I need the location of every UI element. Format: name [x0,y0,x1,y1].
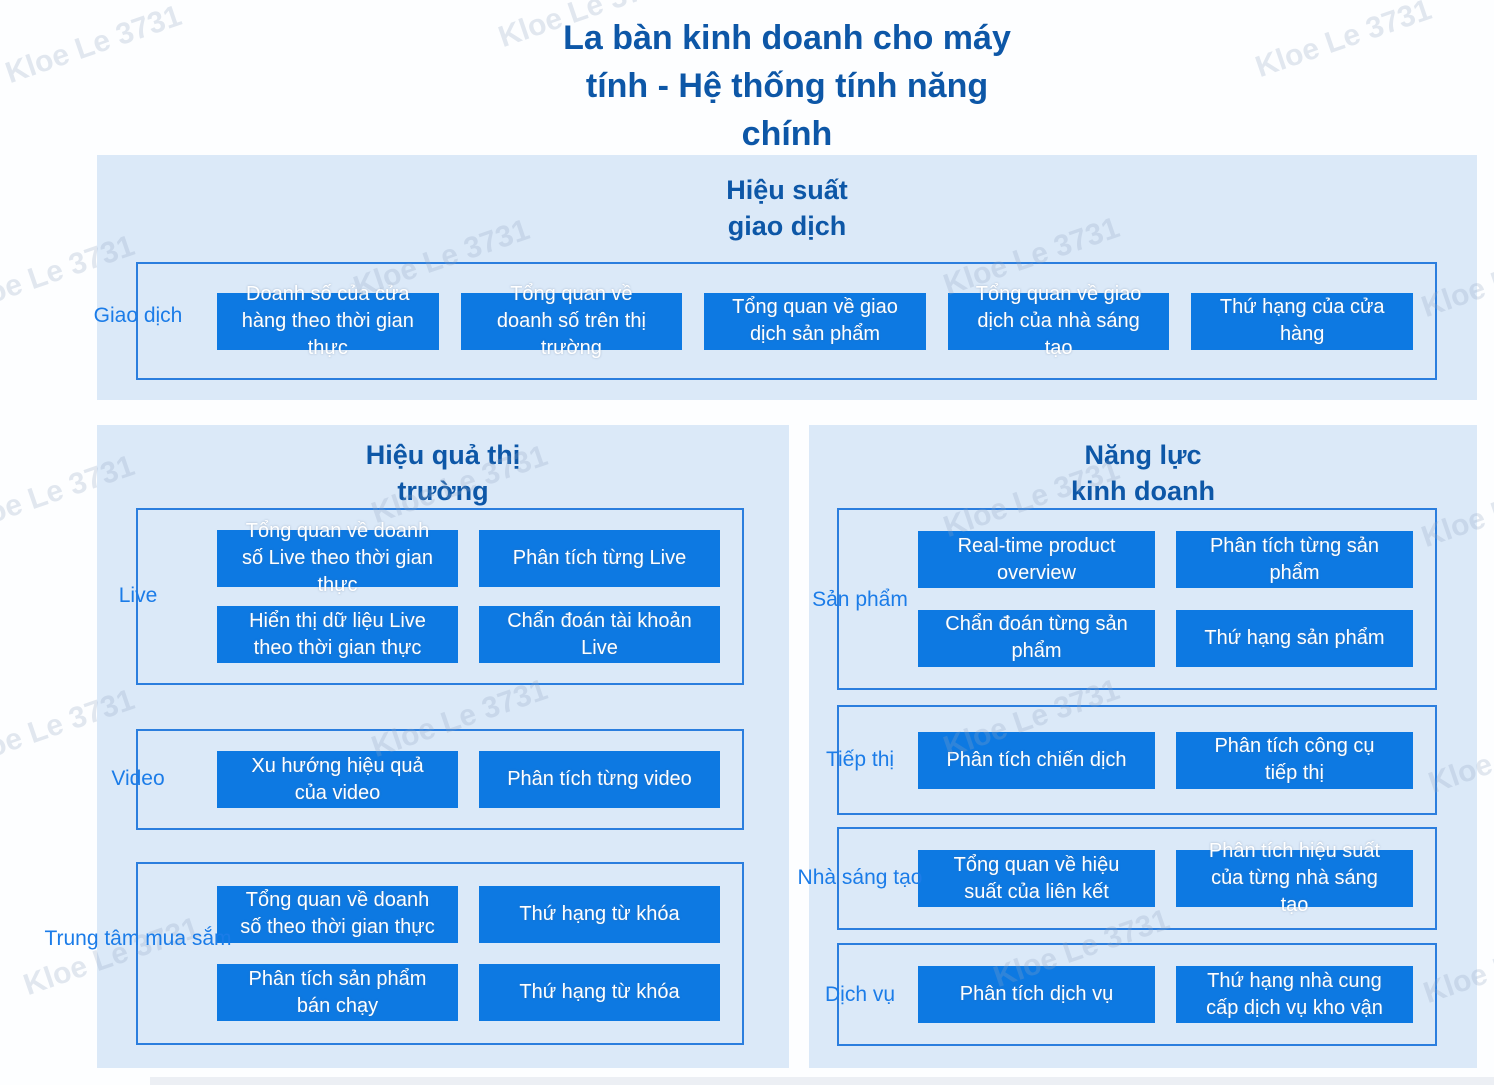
button-product-transaction-overview[interactable]: Tổng quan về giao dịch sản phẩm [704,292,926,350]
group-box-video: Xu hướng hiệu quả của video Phân tích từ… [136,729,744,830]
button-label: Phân tích chiến dịch [946,748,1127,771]
button-keyword-ranking-top[interactable]: Thứ hạng từ khóa [479,885,720,943]
button-label: Tổng quan về giao dịch của nhà sáng tạo [975,282,1142,359]
bottom-edge-strip [150,1077,1494,1085]
button-campaign-analysis[interactable]: Phân tích chiến dịch [918,731,1155,789]
button-label: Thứ hạng từ khóa [519,981,680,1004]
button-label: Chẩn đoán từng sản phẩm [945,613,1128,663]
button-label: Phân tích sản phẩm bán chạy [248,967,427,1017]
button-grid-shopping-center: Tổng quan về doanh số theo thời gian thự… [217,864,720,1043]
button-label: Tổng quan về giao dịch sản phẩm [732,296,898,345]
section-header-business-capability: Năng lực kinh doanh [1071,440,1215,506]
row-label-shopping-center: Trung tâm mua sắm [44,927,232,950]
button-marketing-tools-analysis[interactable]: Phân tích công cụ tiếp thị [1176,731,1413,789]
row-label-transaction: Giao dịch [93,304,183,327]
button-label: Phân tích hiệu suất của từng nhà sáng tạ… [1208,840,1381,916]
group-box-shopping-center: Tổng quan về doanh số theo thời gian thự… [136,862,744,1045]
button-label: Doanh số của cửa hàng theo thời gian thự… [241,282,414,359]
group-box-product: Real-time product overview Phân tích từn… [837,508,1437,690]
button-mall-realtime-sales-overview[interactable]: Tổng quan về doanh số theo thời gian thự… [217,885,458,943]
button-product-single-diagnosis[interactable]: Chẩn đoán từng sản phẩm [918,609,1155,667]
button-product-ranking[interactable]: Thứ hạng sản phẩm [1176,609,1413,667]
group-box-creator: Tổng quan về hiệu suất của liên kết Phân… [837,827,1437,930]
button-label: Tổng quan về hiệu suất của liên kết [953,853,1120,903]
button-live-account-diagnosis[interactable]: Chẩn đoán tài khoản Live [479,606,720,664]
group-box-transaction: Doanh số của cửa hàng theo thời gian thự… [136,262,1437,380]
button-realtime-product-overview[interactable]: Real-time product overview [918,531,1155,589]
row-label-marketing: Tiếp thị [825,748,895,771]
button-creator-transaction-overview[interactable]: Tổng quan về giao dịch của nhà sáng tạo [947,283,1170,359]
button-grid-live: Tổng quan về doanh số Live theo thời gia… [217,510,720,683]
row-label-creator: Nhà sáng tạo [797,866,923,889]
group-box-marketing: Phân tích chiến dịch Phân tích công cụ t… [837,705,1437,815]
button-row-transaction: Doanh số của cửa hàng theo thời gian thự… [217,264,1413,378]
button-label: Thứ hạng từ khóa [519,902,680,925]
button-label: Tổng quan về doanh số theo thời gian thự… [240,889,435,939]
button-service-analysis[interactable]: Phân tích dịch vụ [918,966,1155,1023]
button-label: Phân tích công cụ tiếp thị [1214,735,1375,784]
button-label: Xu hướng hiệu quả của video [251,754,424,804]
button-product-single-analysis[interactable]: Phân tích từng sản phẩm [1176,531,1413,589]
panel-transaction-performance: Hiệu suất giao dịch [97,155,1477,400]
button-label: Thứ hạng nhà cung cấp dịch vụ kho vận [1206,969,1383,1019]
row-label-product: Sản phẩm [812,588,908,611]
button-logistics-provider-ranking[interactable]: Thứ hạng nhà cung cấp dịch vụ kho vận [1176,966,1413,1023]
button-live-realtime-data-display[interactable]: Hiển thị dữ liệu Live theo thời gian thự… [217,606,458,664]
row-label-service: Dịch vụ [824,983,896,1006]
row-label-video: Video [111,767,165,790]
button-label: Thứ hạng của cửa hàng [1219,296,1385,345]
button-label: Phân tích từng Live [512,546,687,569]
button-label: Real-time product overview [957,534,1116,584]
page-title: La bàn kinh doanh cho máy tính - Hệ thốn… [563,19,1011,153]
button-live-realtime-sales-overview[interactable]: Tổng quan về doanh số Live theo thời gia… [217,520,458,596]
button-label: Phân tích từng sản phẩm [1209,534,1380,584]
button-market-sales-overview[interactable]: Tổng quan về doanh số trên thị trường [460,283,683,359]
button-live-single-analysis[interactable]: Phân tích từng Live [479,529,720,587]
button-bestseller-product-analysis[interactable]: Phân tích sản phẩm bán chạy [217,964,458,1022]
group-box-live: Tổng quan về doanh số Live theo thời gia… [136,508,744,685]
button-store-realtime-sales[interactable]: Doanh số của cửa hàng theo thời gian thự… [217,283,439,359]
button-keyword-ranking-bottom[interactable]: Thứ hạng từ khóa [479,964,720,1022]
section-header-market-performance: Hiệu quả thị trường [365,440,521,506]
button-label: Chẩn đoán tài khoản Live [507,609,692,659]
button-video-single-analysis[interactable]: Phân tích từng video [479,751,720,808]
button-grid-marketing: Phân tích chiến dịch Phân tích công cụ t… [918,707,1413,813]
button-grid-creator: Tổng quan về hiệu suất của liên kết Phân… [918,829,1413,928]
button-video-performance-trend[interactable]: Xu hướng hiệu quả của video [217,751,458,808]
button-label: Hiển thị dữ liệu Live theo thời gian thự… [249,609,426,659]
group-box-service: Phân tích dịch vụ Thứ hạng nhà cung cấp … [837,943,1437,1046]
button-grid-service: Phân tích dịch vụ Thứ hạng nhà cung cấp … [918,945,1413,1044]
button-label: Tổng quan về doanh số trên thị trường [496,282,646,359]
button-label: Phân tích dịch vụ [959,983,1114,1005]
row-label-live: Live [118,584,158,607]
button-store-ranking[interactable]: Thứ hạng của cửa hàng [1191,292,1413,350]
button-creator-performance-analysis[interactable]: Phân tích hiệu suất của từng nhà sáng tạ… [1176,840,1413,916]
section-header-transaction-performance: Hiệu suất giao dịch [726,175,848,241]
button-grid-video: Xu hướng hiệu quả của video Phân tích từ… [217,731,720,828]
button-grid-product: Real-time product overview Phân tích từn… [918,510,1413,688]
button-link-performance-overview[interactable]: Tổng quan về hiệu suất của liên kết [918,850,1155,907]
button-label: Tổng quan về doanh số Live theo thời gia… [241,519,433,596]
button-label: Phân tích từng video [507,768,692,790]
button-label: Thứ hạng sản phẩm [1204,626,1385,649]
